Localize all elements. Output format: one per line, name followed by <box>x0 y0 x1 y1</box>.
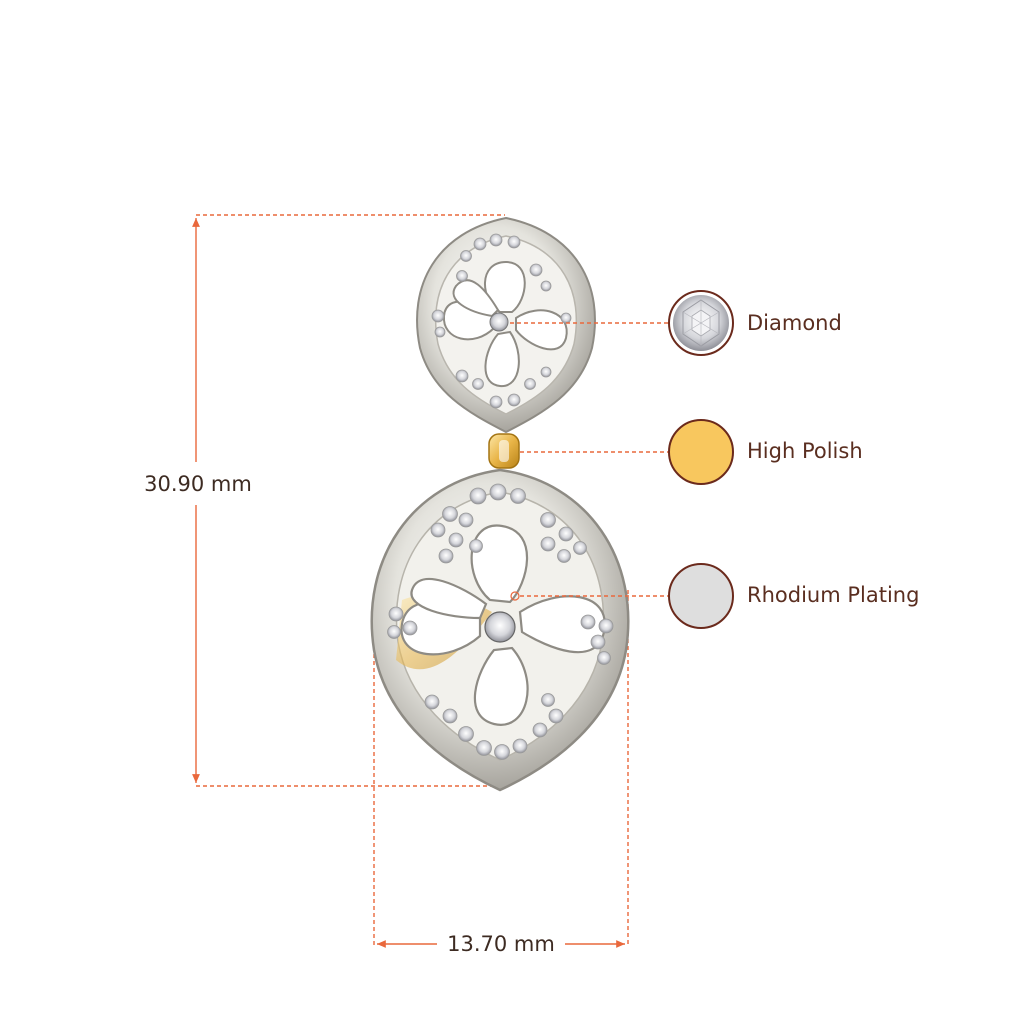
legend-label-diamond: Diamond <box>747 311 842 335</box>
rhodium-swatch <box>668 563 734 629</box>
top-pave-diamonds <box>431 233 572 409</box>
gold-swatch <box>668 419 734 485</box>
drop-center-diamond <box>484 611 516 643</box>
legend-label-high-polish: High Polish <box>747 439 863 463</box>
legend: Diamond High Polish Rhodium Plating <box>668 290 919 629</box>
legend-label-rhodium: Rhodium Plating <box>747 583 919 607</box>
legend-item-rhodium: Rhodium Plating <box>668 563 919 629</box>
drop-pave-diamonds <box>387 483 614 760</box>
diamond-icon <box>673 295 729 351</box>
legend-item-diamond: Diamond <box>668 290 842 356</box>
height-label: 30.90 mm <box>144 472 252 496</box>
earring-top-stud <box>416 216 596 434</box>
height-dimension: 30.90 mm <box>144 214 505 787</box>
top-flower <box>442 260 568 388</box>
width-dimension: 13.70 mm <box>373 590 629 956</box>
legend-item-high-polish: High Polish <box>668 419 863 485</box>
drop-flower <box>400 524 606 726</box>
legend-leaders <box>510 322 668 601</box>
width-label: 13.70 mm <box>447 932 555 956</box>
earring-connector <box>488 433 520 469</box>
earring-drop <box>370 468 630 792</box>
top-center-diamond <box>489 312 509 332</box>
